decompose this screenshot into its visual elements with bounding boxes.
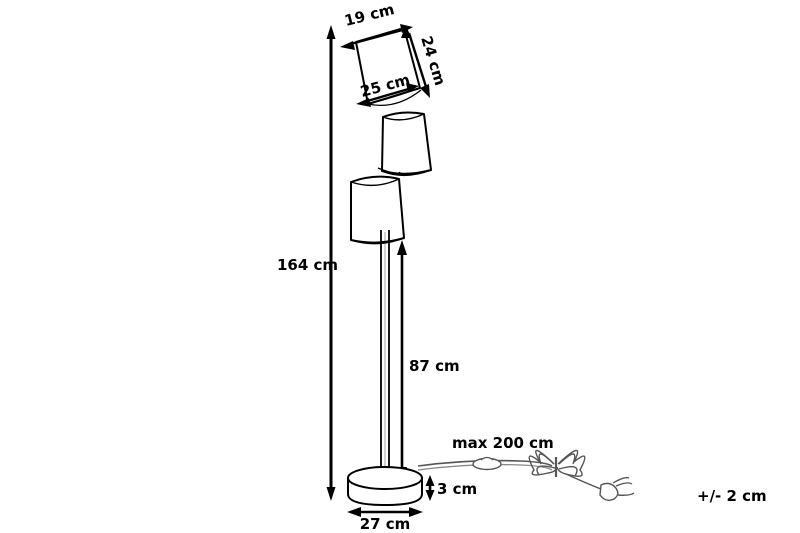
power-plug [565,473,635,502]
label-base-height: 3 cm [437,480,477,498]
power-cable [417,459,553,471]
cable-bundle [528,449,586,477]
base-diameter-dimension [347,507,423,517]
lamp-base [347,466,423,507]
label-total-height: 164 cm [277,256,338,274]
inline-switch [472,456,502,471]
lamp-shade-lower [350,175,405,245]
shade-bottom-width-dimension [356,83,419,107]
label-pole-height: 87 cm [409,357,460,375]
lamp-shade-middle [377,111,432,177]
label-base-diameter: 27 cm [360,515,411,533]
base-height-dimension [425,475,435,501]
total-height-dimension [326,25,336,501]
shade-top-width-dimension [340,24,413,50]
shade-side-height-dimension [401,25,430,98]
lamp-pole [380,230,390,478]
label-cable-length: max 200 cm [452,434,554,452]
label-tolerance: +/- 2 cm [697,487,767,505]
lamp-shade-upper [355,27,422,107]
